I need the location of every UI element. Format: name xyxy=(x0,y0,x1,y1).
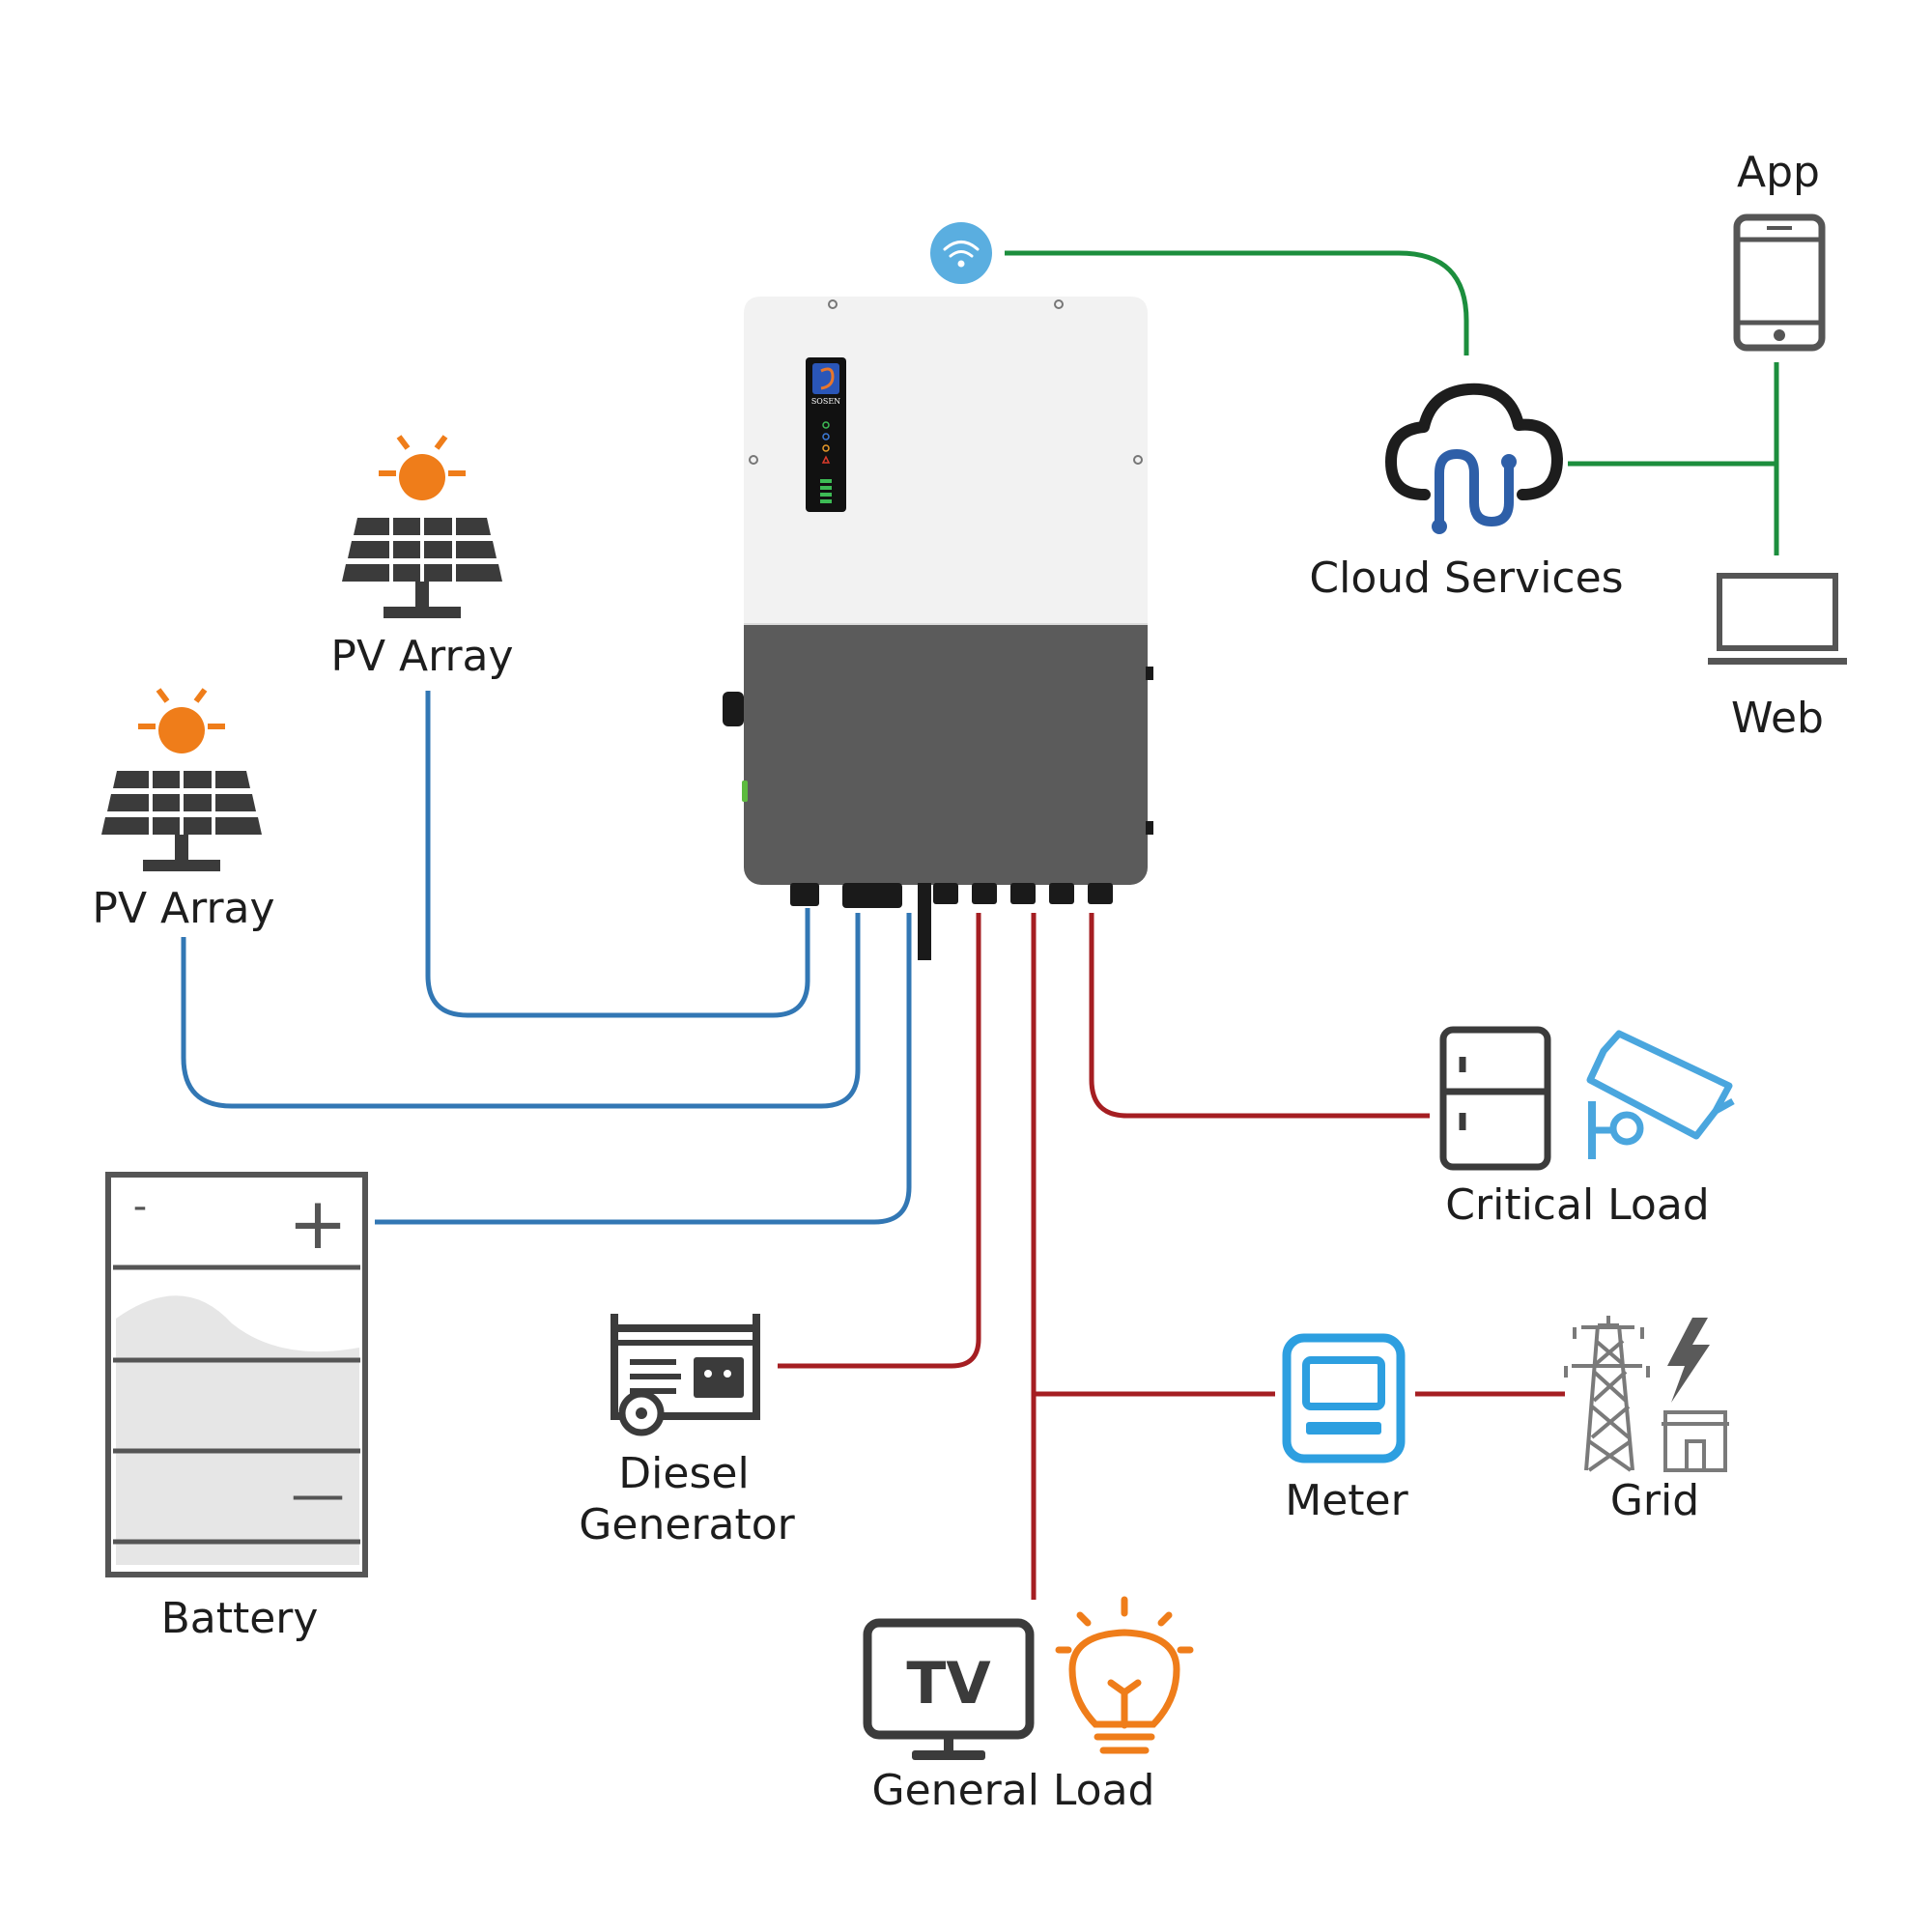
general-load-label: General Load xyxy=(872,1766,1155,1815)
sun-icon xyxy=(379,435,466,500)
pv-array-upper-label: PV Array xyxy=(330,632,513,681)
wire-pv-lower xyxy=(181,913,861,1109)
transmission-tower-icon xyxy=(1564,1316,1650,1472)
light-bulb-icon xyxy=(1055,1596,1194,1754)
inverter-upper-body xyxy=(744,297,1148,625)
solar-panel-icon xyxy=(342,518,502,618)
app-label: App xyxy=(1737,148,1820,197)
diesel-label-line2: Generator xyxy=(579,1500,795,1549)
tv-icon-text: TV xyxy=(906,1650,991,1718)
pv-array-upper: PV Array xyxy=(330,435,514,681)
pv-array-lower-label: PV Array xyxy=(92,884,274,933)
inverter-dc-switch xyxy=(723,692,744,726)
fridge-icon xyxy=(1439,1026,1551,1171)
battery-plus: + xyxy=(288,1182,348,1265)
battery-icon: - + — xyxy=(105,1172,368,1577)
inverter: SOSEN xyxy=(723,297,1153,960)
cloud-services-label: Cloud Services xyxy=(1309,554,1623,603)
general-load: TV General Load xyxy=(863,1596,1194,1815)
wire-critical-load xyxy=(1089,913,1430,1119)
wifi-icon xyxy=(930,222,992,284)
critical-load-label: Critical Load xyxy=(1445,1180,1709,1230)
inverter-brand: SOSEN xyxy=(811,397,840,406)
laptop-icon xyxy=(1708,573,1847,665)
battery-label: Battery xyxy=(161,1594,319,1643)
solar-panel-icon xyxy=(101,771,262,871)
diesel-label-line1: Diesel xyxy=(618,1449,749,1498)
meter-icon xyxy=(1282,1333,1406,1463)
smartphone-icon xyxy=(1733,213,1826,352)
cloud-icon xyxy=(1385,383,1563,534)
inverter-display: SOSEN xyxy=(806,357,846,512)
sun-icon xyxy=(138,688,225,753)
cloud-services: Cloud Services xyxy=(1309,383,1624,603)
critical-load: Critical Load xyxy=(1439,1026,1735,1230)
lightning-icon xyxy=(1667,1318,1710,1403)
web-label: Web xyxy=(1731,694,1824,743)
inverter-connectors xyxy=(790,883,1113,960)
tv-icon: TV xyxy=(863,1618,1035,1760)
wires xyxy=(181,250,1779,1600)
diesel-generator: Diesel Generator xyxy=(579,1314,796,1549)
grid-label: Grid xyxy=(1610,1476,1699,1525)
meter-label: Meter xyxy=(1285,1476,1408,1525)
wire-battery xyxy=(375,913,912,1225)
building-icon xyxy=(1662,1410,1729,1472)
wire-generator xyxy=(778,913,981,1369)
battery-minus: — xyxy=(291,1463,345,1526)
meter: Meter xyxy=(1282,1333,1409,1525)
generator-icon xyxy=(611,1314,760,1436)
wire-pv-upper xyxy=(425,691,810,1018)
battery-minus-top: - xyxy=(133,1184,147,1229)
battery: - + — Battery xyxy=(105,1172,368,1643)
grid: Grid xyxy=(1564,1316,1729,1525)
web: Web xyxy=(1708,573,1847,743)
security-camera-icon xyxy=(1586,1030,1735,1159)
inverter-lower-body xyxy=(744,618,1148,885)
app: App xyxy=(1733,148,1826,352)
pv-array-lower: PV Array xyxy=(92,688,275,933)
wire-wifi-cloud xyxy=(1005,250,1469,355)
